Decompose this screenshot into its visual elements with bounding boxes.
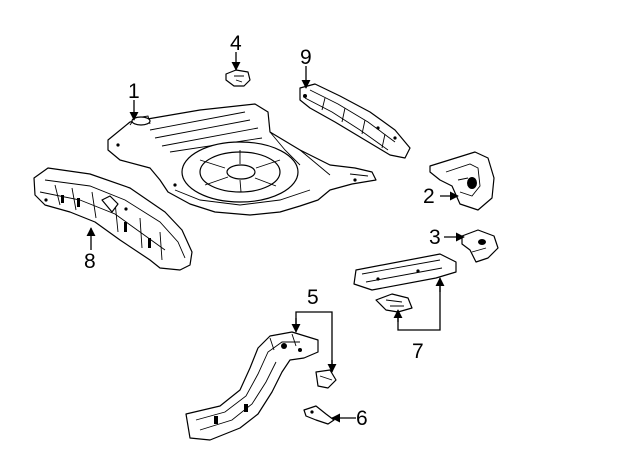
rear-rail-assembly-part[interactable]: [185, 331, 319, 441]
callout-4: 4: [230, 32, 242, 55]
callout-6: 6: [356, 407, 368, 430]
callout-9: 9: [300, 46, 312, 69]
callout-3: 3: [429, 226, 441, 249]
small-reinforcement-part[interactable]: [303, 405, 335, 425]
callout-1: 1: [128, 80, 140, 103]
bracket-part[interactable]: [429, 151, 495, 211]
callout-7: 7: [412, 340, 424, 363]
leader-lines: [86, 52, 465, 423]
right-side-rail-part[interactable]: [299, 83, 411, 159]
floor-pan-part[interactable]: [107, 103, 377, 216]
left-side-rail-part[interactable]: [33, 167, 193, 271]
callout-2: 2: [423, 185, 435, 208]
callout-8: 8: [84, 250, 96, 273]
rail-bracket-part[interactable]: [315, 369, 337, 389]
clip-part[interactable]: [225, 69, 251, 87]
gusset-part[interactable]: [375, 293, 413, 313]
callout-5: 5: [307, 286, 319, 309]
small-bracket-part[interactable]: [461, 229, 499, 263]
crossmember-part[interactable]: [353, 253, 457, 291]
callout-labels: 1 2 3 4 5 6 7 8 9: [84, 32, 441, 430]
